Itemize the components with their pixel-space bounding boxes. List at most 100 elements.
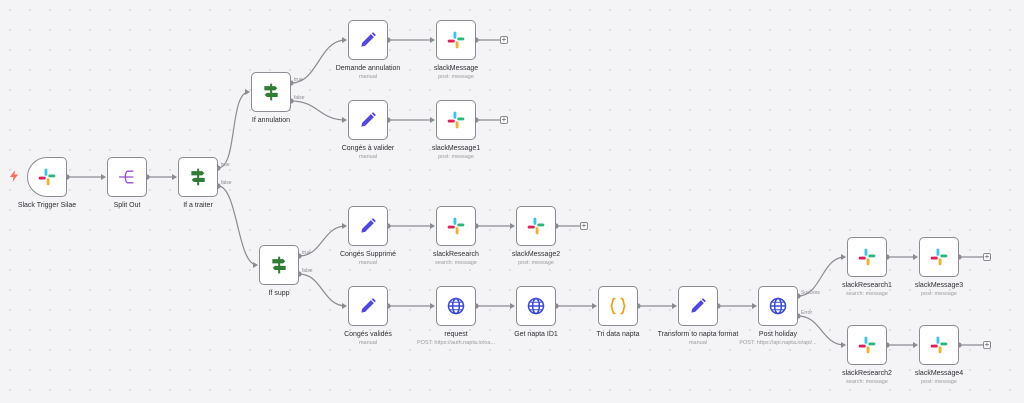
node-post-holiday[interactable]: [758, 286, 798, 326]
connection-line[interactable]: [217, 91, 250, 169]
node-subtitle: post: message: [438, 74, 474, 80]
node-subtitle: search: message: [435, 260, 477, 266]
slack-icon: [857, 247, 877, 267]
connection-arrow: [342, 117, 347, 123]
connection-arrow: [430, 37, 435, 43]
node-if-annulation[interactable]: [251, 72, 291, 112]
trigger-bolt-icon: [10, 170, 18, 182]
connection-line[interactable]: [298, 273, 347, 307]
port-label-false: false: [302, 268, 313, 274]
node-label: Congés validés: [344, 331, 392, 338]
connection-line[interactable]: [217, 185, 258, 266]
connection-line[interactable]: [298, 225, 347, 257]
connection-line[interactable]: [290, 39, 347, 84]
connection-arrow: [913, 254, 918, 260]
connection-arrow: [672, 303, 677, 309]
add-node-button[interactable]: +: [500, 115, 508, 124]
slack-icon: [857, 335, 877, 355]
node-label: slackMessage1: [431, 145, 481, 152]
node-tri-data-napta[interactable]: [598, 286, 638, 326]
add-node-button[interactable]: +: [500, 35, 508, 44]
pencil-icon: [358, 110, 378, 130]
node-slackmessage3[interactable]: [919, 237, 959, 277]
node-slackmessage4[interactable]: [919, 325, 959, 365]
signpost-icon: [261, 82, 281, 102]
port-label-success: Success: [801, 290, 820, 296]
add-node-button[interactable]: +: [983, 252, 991, 261]
pencil-icon: [358, 296, 378, 316]
node-slackmessage2[interactable]: [516, 206, 556, 246]
node-label: Transform to napta format: [657, 331, 739, 338]
connection-line[interactable]: [797, 315, 846, 346]
port-label-false: false: [221, 180, 232, 186]
node-slack-trigger-silae[interactable]: [27, 157, 67, 197]
node-label: If a traiter: [183, 202, 213, 209]
port-label-true: true: [294, 77, 303, 83]
node-slackresearch1[interactable]: [847, 237, 887, 277]
connection-arrow: [245, 89, 250, 95]
node-subtitle: POST: https://api.napta.io/api/...: [739, 340, 817, 346]
pencil-icon: [358, 30, 378, 50]
add-node-button[interactable]: +: [580, 221, 588, 230]
node-subtitle: search: message: [846, 291, 888, 297]
connection-arrow: [841, 342, 846, 348]
connection-arrow: [101, 174, 106, 180]
port-label-error: Error: [801, 310, 813, 316]
slack-icon: [37, 167, 57, 187]
slack-icon: [446, 216, 466, 236]
node-slackmessage1[interactable]: [436, 100, 476, 140]
globe-icon: [768, 296, 788, 316]
connection-arrow: [342, 37, 347, 43]
node-demande-annulation[interactable]: [348, 20, 388, 60]
node-if-a-traiter[interactable]: [178, 157, 218, 197]
node-subtitle: post: message: [921, 379, 957, 385]
connection-arrow: [510, 303, 515, 309]
node-cong-s-valid-s[interactable]: [348, 286, 388, 326]
port-label-true: true: [302, 250, 311, 256]
connection-arrow: [430, 223, 435, 229]
node-slackmessage[interactable]: [436, 20, 476, 60]
slack-icon: [446, 110, 466, 130]
slack-icon: [526, 216, 546, 236]
connection-arrow: [592, 303, 597, 309]
node-label: Congés à valider: [341, 145, 395, 152]
node-label: slackResearch2: [842, 370, 892, 377]
add-node-button[interactable]: +: [983, 340, 991, 349]
port-label-false: false: [294, 95, 305, 101]
connection-arrow: [342, 303, 347, 309]
node-subtitle: manual: [358, 260, 378, 266]
node-subtitle: manual: [358, 74, 378, 80]
node-request[interactable]: [436, 286, 476, 326]
node-slackresearch[interactable]: [436, 206, 476, 246]
node-label: Post holiday: [758, 331, 798, 338]
node-subtitle: POST: https://auth.napta.io/oa...: [417, 340, 495, 346]
connection-line[interactable]: [797, 256, 846, 297]
node-get-napta-id1[interactable]: [516, 286, 556, 326]
slack-icon: [446, 30, 466, 50]
node-split-out[interactable]: [107, 157, 147, 197]
node-label: Get napta ID1: [514, 331, 558, 338]
node-label: slackResearch1: [842, 282, 892, 289]
slack-icon: [929, 335, 949, 355]
node-label: slackMessage: [433, 65, 479, 72]
node-transform-to-napta-format[interactable]: [678, 286, 718, 326]
node-cong-s-supprim-[interactable]: [348, 206, 388, 246]
connection-arrow: [430, 303, 435, 309]
connection-arrow: [342, 223, 347, 229]
connection-arrow: [253, 262, 258, 268]
node-label: slackMessage2: [511, 251, 561, 258]
node-cong-s-valider[interactable]: [348, 100, 388, 140]
globe-icon: [446, 296, 466, 316]
node-label: If annulation: [251, 117, 291, 124]
node-label: Congés Supprimé: [339, 251, 397, 258]
node-slackresearch2[interactable]: [847, 325, 887, 365]
node-subtitle: search: message: [846, 379, 888, 385]
node-subtitle: post: message: [518, 260, 554, 266]
node-if-supp[interactable]: [259, 245, 299, 285]
signpost-icon: [188, 167, 208, 187]
connection-arrow: [172, 174, 177, 180]
connection-line[interactable]: [290, 100, 347, 121]
connection-arrow: [430, 117, 435, 123]
node-subtitle: post: message: [921, 291, 957, 297]
